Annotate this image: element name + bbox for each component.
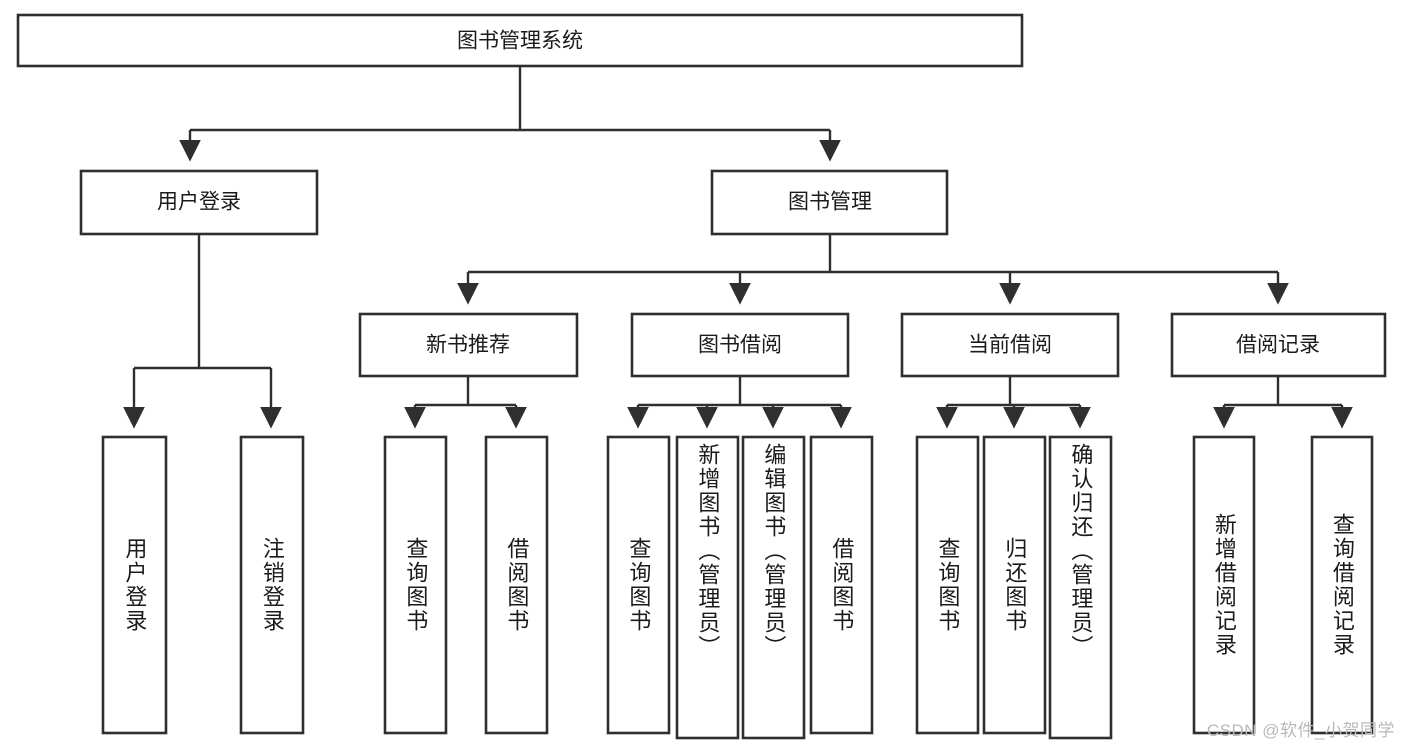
node-root[interactable]: 图书管理系统 (16, 13, 1024, 68)
node-user-login-box (79, 169, 319, 236)
connector-root-to-level2 (179, 66, 841, 162)
node-leaf-borrow-book-2-box[interactable] (809, 435, 874, 735)
connector-userlogin-to-leaves (123, 234, 282, 429)
node-book-manage-label: 图书管理 (788, 191, 872, 214)
node-book-borrow-box (630, 312, 850, 378)
node-new-book-recommend-label: 新书推荐 (426, 334, 510, 357)
node-leaf-return-book-box[interactable] (982, 435, 1047, 735)
node-leaf-add-book-box[interactable] (675, 435, 740, 740)
node-borrow-record-label: 借阅记录 (1236, 334, 1320, 357)
node-leaf-borrow-book-1-box[interactable] (484, 435, 549, 735)
node-leaf-user-logout-box[interactable] (239, 435, 305, 735)
node-current-borrow-label: 当前借阅 (968, 334, 1052, 357)
connector-bookmanage-to-level3 (457, 234, 1289, 305)
watermark-text: CSDN @软件_小贺同学 (1206, 721, 1395, 740)
node-book-manage-box (710, 169, 949, 236)
node-user-login-label: 用户登录 (157, 191, 241, 214)
node-root-box (16, 13, 1024, 68)
node-borrow-record-box (1170, 312, 1387, 378)
node-leaf-add-record-box[interactable] (1192, 435, 1256, 735)
node-borrow-record[interactable]: 借阅记录 (1170, 312, 1387, 378)
node-leaf-user-login-box[interactable] (101, 435, 168, 735)
node-root-label: 图书管理系统 (457, 30, 583, 53)
node-user-login[interactable]: 用户登录 (79, 169, 319, 236)
node-current-borrow[interactable]: 当前借阅 (900, 312, 1120, 378)
node-leaf-edit-book-box[interactable] (741, 435, 806, 740)
node-leaf-query-book-2-box[interactable] (606, 435, 671, 735)
node-new-book-recommend[interactable]: 新书推荐 (358, 312, 579, 378)
connector-newbook-to-leaves (404, 376, 527, 429)
connector-currentborrow-to-leaves (936, 376, 1091, 429)
connector-borrowrecord-to-leaves (1213, 376, 1353, 429)
node-book-manage[interactable]: 图书管理 (710, 169, 949, 236)
node-book-borrow-label: 图书借阅 (698, 334, 782, 357)
node-current-borrow-box (900, 312, 1120, 378)
node-leaf-query-record-box[interactable] (1310, 435, 1374, 735)
node-book-borrow[interactable]: 图书借阅 (630, 312, 850, 378)
node-leaf-confirm-return-box[interactable] (1048, 435, 1113, 740)
node-leaf-query-book-1-box[interactable] (383, 435, 448, 735)
node-leaf-query-book-3-box[interactable] (915, 435, 980, 735)
connector-bookborrow-to-leaves (627, 376, 852, 429)
node-new-book-recommend-box (358, 312, 579, 378)
